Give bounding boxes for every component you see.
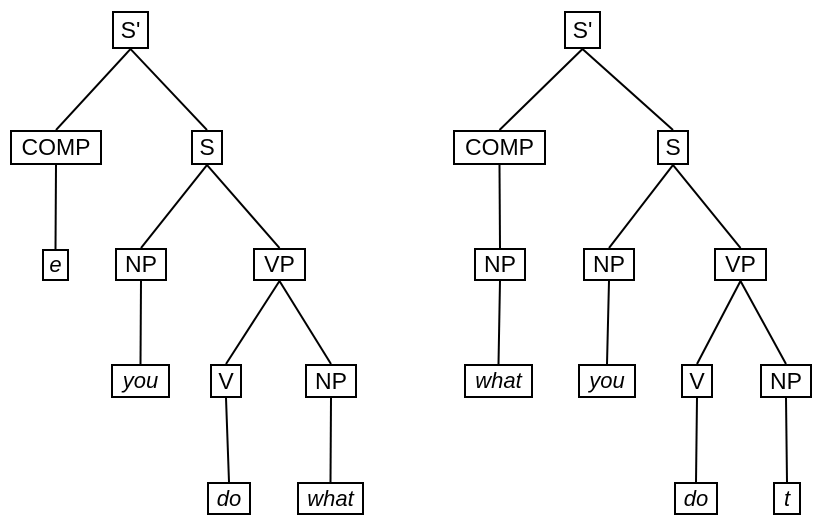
- tree-node-label: V: [218, 367, 234, 394]
- tree-edge-L-COMP-to-L-e: [54, 164, 57, 250]
- tree-node-label: NP: [770, 367, 802, 394]
- tree-node-l-s: S: [191, 130, 223, 165]
- tree-node-label: do: [683, 485, 709, 511]
- tree-node-r-s: S: [657, 130, 689, 165]
- tree-edge-R-NP0-to-R-what: [497, 280, 501, 365]
- tree-node-r-you: you: [578, 364, 636, 398]
- tree-edge-R-NP2-to-R-t: [785, 397, 788, 483]
- tree-node-label: S: [665, 134, 681, 160]
- tree-node-label: NP: [593, 251, 625, 277]
- tree-edge-L-VP-to-L-NP2: [278, 280, 332, 365]
- tree-node-l-sbar: S': [112, 11, 149, 49]
- tree-edge-R-V-to-R-do: [695, 397, 698, 483]
- tree-node-label: S': [572, 16, 593, 43]
- tree-edge-R-VP-to-R-NP2: [739, 280, 787, 365]
- tree-edge-R-NP1-to-R-you: [606, 280, 610, 365]
- tree-node-label: t: [783, 485, 791, 511]
- tree-node-l-you: you: [111, 364, 170, 398]
- tree-node-label: NP: [484, 251, 516, 277]
- tree-edge-R-VP-to-R-V: [696, 280, 742, 365]
- tree-node-label: you: [589, 368, 625, 393]
- tree-node-r-t: t: [773, 482, 801, 515]
- tree-node-l-what: what: [297, 482, 364, 515]
- tree-node-r-v: V: [681, 364, 713, 398]
- tree-edge-L-VP-to-L-V: [225, 280, 281, 365]
- tree-edge-R-Sbar-to-R-S: [581, 48, 674, 131]
- tree-edge-R-S-to-R-NP1: [608, 164, 674, 249]
- tree-edge-L-S-to-L-NP1: [140, 164, 208, 249]
- tree-node-r-comp: COMP: [453, 130, 546, 165]
- tree-node-r-sbar: S': [564, 11, 601, 49]
- tree-node-l-comp: COMP: [10, 130, 102, 165]
- tree-node-r-vp: VP: [714, 248, 767, 281]
- tree-node-label: COMP: [465, 134, 534, 160]
- tree-node-l-np2: NP: [305, 364, 357, 398]
- tree-node-r-np2: NP: [760, 364, 812, 398]
- tree-node-l-vp: VP: [253, 248, 306, 281]
- tree-node-label: what: [307, 485, 354, 511]
- tree-edge-L-Sbar-to-L-S: [129, 48, 208, 131]
- tree-node-label: S: [199, 134, 215, 160]
- tree-node-l-np1: NP: [115, 248, 167, 281]
- tree-edge-L-NP2-to-L-what: [329, 397, 332, 483]
- tree-edge-L-V-to-L-do: [225, 397, 230, 483]
- tree-node-r-do: do: [674, 482, 718, 515]
- tree-node-l-e: e: [42, 249, 69, 281]
- tree-node-r-np1: NP: [583, 248, 635, 281]
- tree-node-label: S': [120, 16, 141, 43]
- tree-node-label: do: [216, 485, 242, 511]
- tree-edge-L-NP1-to-L-you: [139, 280, 142, 365]
- tree-node-l-do: do: [207, 482, 251, 515]
- tree-node-r-what: what: [464, 364, 533, 398]
- tree-node-label: what: [475, 368, 522, 393]
- tree-node-label: COMP: [21, 134, 91, 160]
- tree-edge-R-COMP-to-R-NP0: [498, 164, 501, 249]
- tree-node-l-v: V: [210, 364, 242, 398]
- tree-edge-L-Sbar-to-L-COMP: [55, 48, 132, 131]
- tree-node-label: NP: [315, 367, 347, 394]
- tree-node-label: you: [122, 368, 159, 393]
- tree-node-label: VP: [264, 251, 295, 277]
- tree-node-label: NP: [125, 251, 157, 277]
- tree-node-label: V: [689, 367, 705, 394]
- tree-edge-R-Sbar-to-R-COMP: [498, 48, 584, 131]
- tree-edge-L-S-to-L-VP: [206, 164, 281, 249]
- tree-node-r-np0: NP: [474, 248, 526, 281]
- tree-node-label: VP: [725, 251, 756, 277]
- tree-node-label: e: [49, 252, 62, 277]
- tree-edge-R-S-to-R-VP: [672, 164, 742, 249]
